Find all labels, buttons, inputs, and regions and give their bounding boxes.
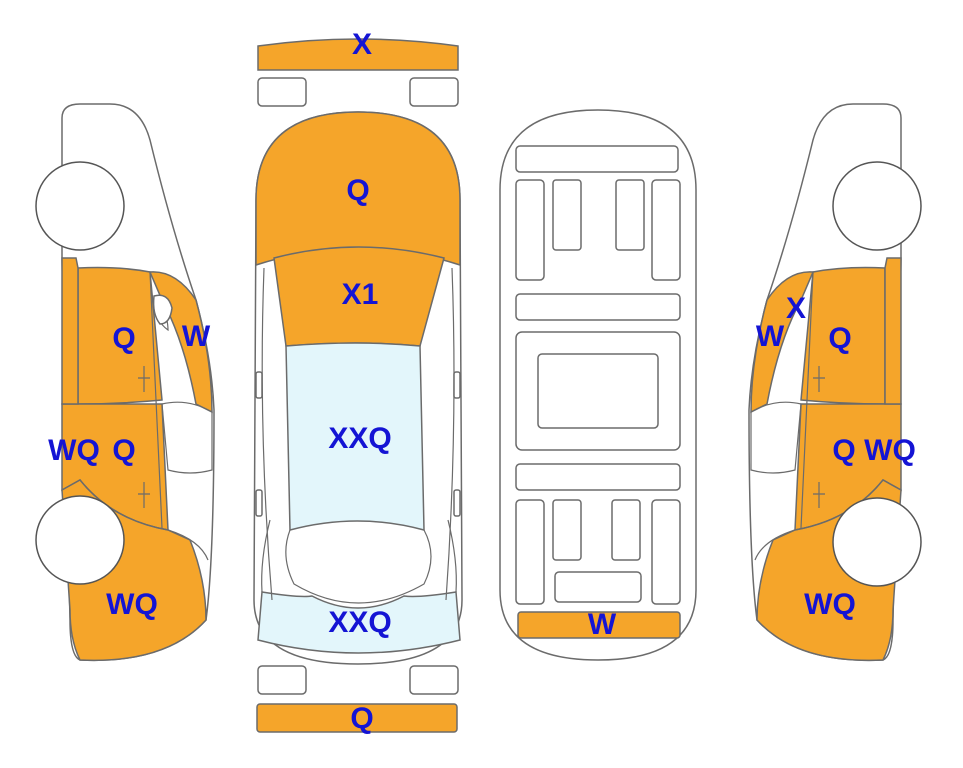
left-door-seam — [149, 271, 163, 529]
right-front-wheel — [832, 161, 922, 251]
top-pillar-right — [447, 519, 457, 593]
top-inner-line-left — [261, 267, 273, 601]
right-window-rear — [750, 401, 802, 474]
right-rear-door-q-label: Q — [832, 434, 855, 467]
left-door-line — [79, 479, 209, 561]
under-front-bar — [515, 145, 679, 173]
under-cross-bar-1 — [515, 293, 681, 321]
rear-bumper-label: Q — [350, 702, 373, 735]
right-handle-rear — [813, 482, 825, 508]
front-right-light — [409, 77, 459, 107]
left-a-pillar-panel[interactable] — [148, 271, 213, 414]
under-front-rail-r — [651, 179, 681, 281]
left-handle-front — [138, 366, 150, 392]
under-center-tank — [537, 353, 659, 429]
right-rear-door-wq-label: WQ — [864, 434, 916, 467]
right-rear-wheel — [832, 497, 922, 587]
left-rear-wheel — [35, 495, 125, 585]
under-rear-rail-l — [515, 499, 545, 605]
right-a-pillar-w-label: W — [756, 320, 785, 353]
right-mirror-rear — [453, 489, 461, 517]
underbody-rear-panel[interactable] — [517, 611, 681, 639]
under-front-block-r — [615, 179, 645, 251]
right-side-view: Q W X Q WQ WQ — [748, 103, 922, 662]
right-rocker-panel[interactable] — [884, 257, 902, 405]
front-left-light — [257, 77, 307, 107]
right-rear-quarter-label: WQ — [804, 588, 856, 621]
rear-window-label: XXQ — [328, 606, 391, 639]
right-front-door-label: Q — [828, 322, 851, 355]
right-door-seam — [800, 271, 814, 529]
left-handle-rear — [138, 482, 150, 508]
left-a-pillar-label: W — [182, 320, 211, 353]
right-door-line — [754, 479, 884, 561]
rear-right-light — [409, 665, 459, 695]
under-front-block-l — [552, 179, 582, 251]
roof-front-label: X1 — [342, 278, 379, 311]
under-rear-block-r — [611, 499, 641, 561]
left-rocker-panel[interactable] — [61, 257, 79, 405]
front-bumper-panel[interactable] — [257, 38, 459, 71]
under-front-rail-l — [515, 179, 545, 281]
under-rear-block-l — [552, 499, 582, 561]
left-side-mirror — [152, 294, 173, 325]
top-trunk-line — [285, 529, 432, 604]
right-mirror — [453, 371, 461, 399]
underbody-rear-label: W — [588, 608, 617, 641]
hood-label: Q — [346, 174, 369, 207]
under-cross-bar-2 — [515, 463, 681, 491]
top-view: X Q X1 XXQ XXQ Q — [253, 28, 463, 735]
left-rear-door-wq-label: WQ — [48, 434, 100, 467]
left-side-view: Q W WQ Q WQ — [35, 103, 215, 662]
front-bumper-label: X — [352, 28, 372, 61]
rear-window-panel[interactable] — [257, 591, 461, 654]
right-a-pillar-panel[interactable] — [750, 271, 815, 414]
left-front-wheel — [35, 161, 125, 251]
under-rear-rail-r — [651, 499, 681, 605]
left-window-rear — [161, 401, 213, 474]
left-rear-door-q-label: Q — [112, 434, 135, 467]
right-a-pillar-x-label: X — [786, 292, 806, 325]
rear-bumper-panel[interactable] — [256, 703, 458, 733]
top-inner-line-right — [445, 267, 455, 601]
underbody-view: W — [499, 109, 697, 661]
under-rear-tank — [554, 571, 642, 603]
left-rear-quarter-label: WQ — [106, 588, 158, 621]
windshield-label: XXQ — [328, 422, 391, 455]
left-mirror-rear — [255, 489, 263, 517]
left-mirror — [255, 371, 263, 399]
left-front-door-label: Q — [112, 322, 135, 355]
right-handle-front — [813, 366, 825, 392]
top-pillar-left — [261, 519, 271, 593]
rear-left-light — [257, 665, 307, 695]
